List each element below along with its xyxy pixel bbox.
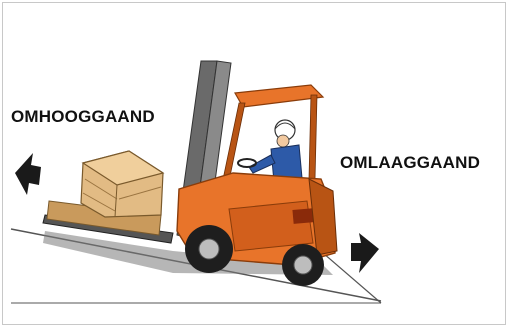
illustration-frame: OMHOOGGAAND OMLAAGGAAND: [2, 2, 506, 325]
front-wheel: [185, 225, 233, 273]
arrow-left-icon: [15, 153, 41, 195]
uphill-label: OMHOOGGAAND: [11, 107, 155, 127]
crate: [81, 151, 163, 217]
arrow-right-icon: [351, 233, 379, 273]
rear-wheel: [282, 244, 324, 286]
downhill-label: OMLAAGGAAND: [340, 153, 480, 173]
